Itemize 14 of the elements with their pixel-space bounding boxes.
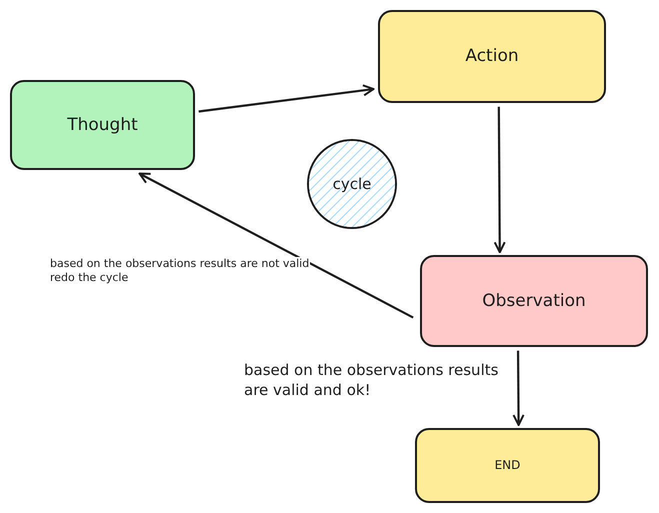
process-box [420, 255, 648, 347]
process-box [415, 428, 600, 503]
node-label: Thought [67, 114, 138, 136]
node-label: Observation [482, 290, 586, 312]
edge-label: based on the observations results are not valid redo the cycle [50, 257, 310, 286]
node-label: cycle [332, 175, 372, 193]
node-label: Action [465, 46, 519, 67]
process-box [10, 80, 195, 170]
arrow [494, 106, 506, 254]
arrow [138, 172, 414, 319]
process-box [378, 10, 606, 103]
arrow [198, 84, 374, 113]
arrow [512, 350, 525, 426]
node-label: END [494, 458, 520, 473]
